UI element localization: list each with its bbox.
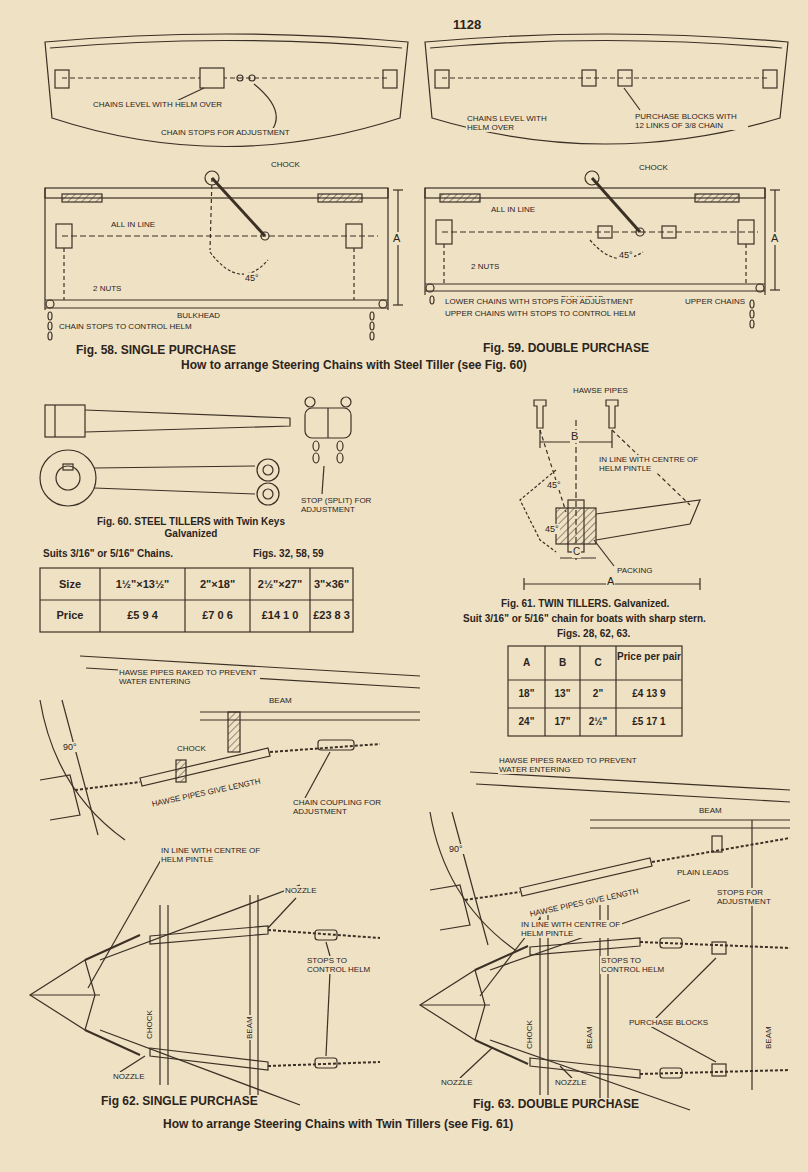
callout-label: C [572,546,581,558]
callout-label: 90° [62,742,78,752]
callout-label: BEAM [698,806,723,815]
table-cell: 3"×36" [310,578,353,591]
callout-label: CHOCK [638,163,669,172]
callout-label: STOPS FOR ADJUSTMENT [716,888,792,906]
callout-label: BEAM [764,1025,773,1050]
callout-label: CHOCK [525,1019,534,1050]
table-cell: 17" [545,716,580,728]
table-cell: £4 13 9 [616,688,682,700]
table-cell: B [545,657,580,669]
callout-label: NOZZLE [554,1078,588,1087]
callout-label: PURCHASE BLOCKS [628,1018,709,1027]
callout-label: BULKHEAD [176,311,221,320]
figure-caption: How to arrange Steering Chains with Stee… [180,359,528,373]
figure-caption: How to arrange Steering Chains with Twin… [162,1118,514,1132]
callout-label: A [392,232,401,245]
callout-label: BEAM [585,1025,594,1050]
callout-label: STOP (SPLIT) FOR ADJUSTMENT [300,496,398,514]
callout-label: 45° [244,273,260,283]
callout-label: CHOCK [270,160,301,169]
callout-label: A [606,575,615,588]
callout-label: ALL IN LINE [110,220,156,229]
table-cell: 1½"×13½" [100,578,185,591]
table-cell: £5 9 4 [100,609,185,622]
callout-label: 45° [546,480,562,490]
table-cell: 2½" [580,716,616,728]
figure-caption: Fig. 61. TWIN TILLERS. Galvanized. [500,598,670,610]
callout-label: HAWSE PIPES GIVE LENGTH [150,777,262,809]
callout-label: 45° [618,250,634,260]
figure-caption: Fig 62. SINGLE PURCHASE [100,1095,259,1109]
callout-label: ALL IN LINE [490,205,536,214]
callout-label: A [770,232,779,245]
callout-label: HAWSE PIPES RAKED TO PREVENT WATER ENTER… [118,668,260,686]
table-cell: Size [40,578,100,591]
callout-label: HAWSE PIPES GIVE LENGTH [528,887,640,919]
figure-caption: Figs. 28, 62, 63. [556,628,631,640]
table-cell: 18" [508,688,545,700]
callout-label: NOZZLE [284,886,318,895]
callout-label: BEAM [245,1015,254,1040]
callout-label: CHAINS LEVEL WITH HELM OVER [92,100,223,109]
callout-label: IN LINE WITH CENTRE OF HELM PINTLE [520,920,622,938]
table-cell: £7 0 6 [185,609,250,622]
table-cell: 2" [580,688,616,700]
callout-label: BEAM [268,696,293,705]
table-cell: £14 1 0 [250,609,310,622]
figure-caption: Fig. 59. DOUBLE PURCHASE [482,342,650,356]
table-cell: £23 8 3 [310,609,353,622]
callout-label: 2 NUTS [92,284,122,293]
callout-label: LOWER CHAINS WITH STOPS FOR ADJUSTMENT [444,297,634,306]
table-cell: 13" [545,688,580,700]
callout-label: HAWSE PIPES RAKED TO PREVENT WATER ENTER… [498,756,640,774]
callout-label: UPPER CHAINS [684,297,746,306]
figure-caption: Fig. 60. STEEL TILLERS with Twin Keys Ga… [70,516,312,539]
callout-label: PACKING [616,566,653,575]
callout-label: 2 NUTS [470,262,500,271]
figure-caption: Suits 3/16" or 5/16" Chains. [42,548,174,560]
figure-caption: Fig. 63. DOUBLE PURCHASE [472,1098,640,1112]
callout-label: CHOCK [176,744,207,753]
callout-label: 45° [544,524,560,534]
table-cell: Price per pair [616,651,682,663]
callout-label: HAWSE PIPES [572,386,629,395]
table-cell: 24" [508,716,545,728]
figure-caption: Fig. 58. SINGLE PURCHASE [75,344,237,358]
callout-label: CHAIN COUPLING FOR ADJUSTMENT [292,798,398,816]
callout-label: 90° [448,844,464,854]
callout-label: PLAIN LEADS [676,868,730,877]
page-number: 1128 [452,18,482,33]
table-cell: £5 17 1 [616,716,682,728]
table-cell: 2"×18" [185,578,250,591]
callout-label: STOPS TO CONTROL HELM [306,956,388,974]
table-cell: 2½"×27" [250,578,310,591]
callout-label: IN LINE WITH CENTRE OF HELM PINTLE [160,846,262,864]
figure-caption: Suit 3/16" or 5/16" chain for boats with… [462,613,707,625]
table-cell: A [508,657,545,669]
callout-label: CHOCK [145,1009,154,1040]
table-cell: Price [40,609,100,622]
callout-label: UPPER CHAINS WITH STOPS TO CONTROL HELM [444,309,636,318]
callout-label: B [570,430,579,443]
table-cell: C [580,657,616,669]
callout-label: CHAINS LEVEL WITH HELM OVER [466,114,548,132]
callout-label: IN LINE WITH CENTRE OF HELM PINTLE [598,455,700,473]
callout-label: NOZZLE [112,1072,146,1081]
figure-caption: Figs. 32, 58, 59 [252,548,325,560]
callout-label: CHAIN STOPS TO CONTROL HELM [58,322,193,331]
callout-label: CHAIN STOPS FOR ADJUSTMENT [160,128,291,137]
callout-label: STOPS TO CONTROL HELM [600,956,682,974]
callout-label: NOZZLE [440,1078,474,1087]
callout-label: PURCHASE BLOCKS WITH 12 LINKS OF 3/8 CHA… [634,112,748,130]
